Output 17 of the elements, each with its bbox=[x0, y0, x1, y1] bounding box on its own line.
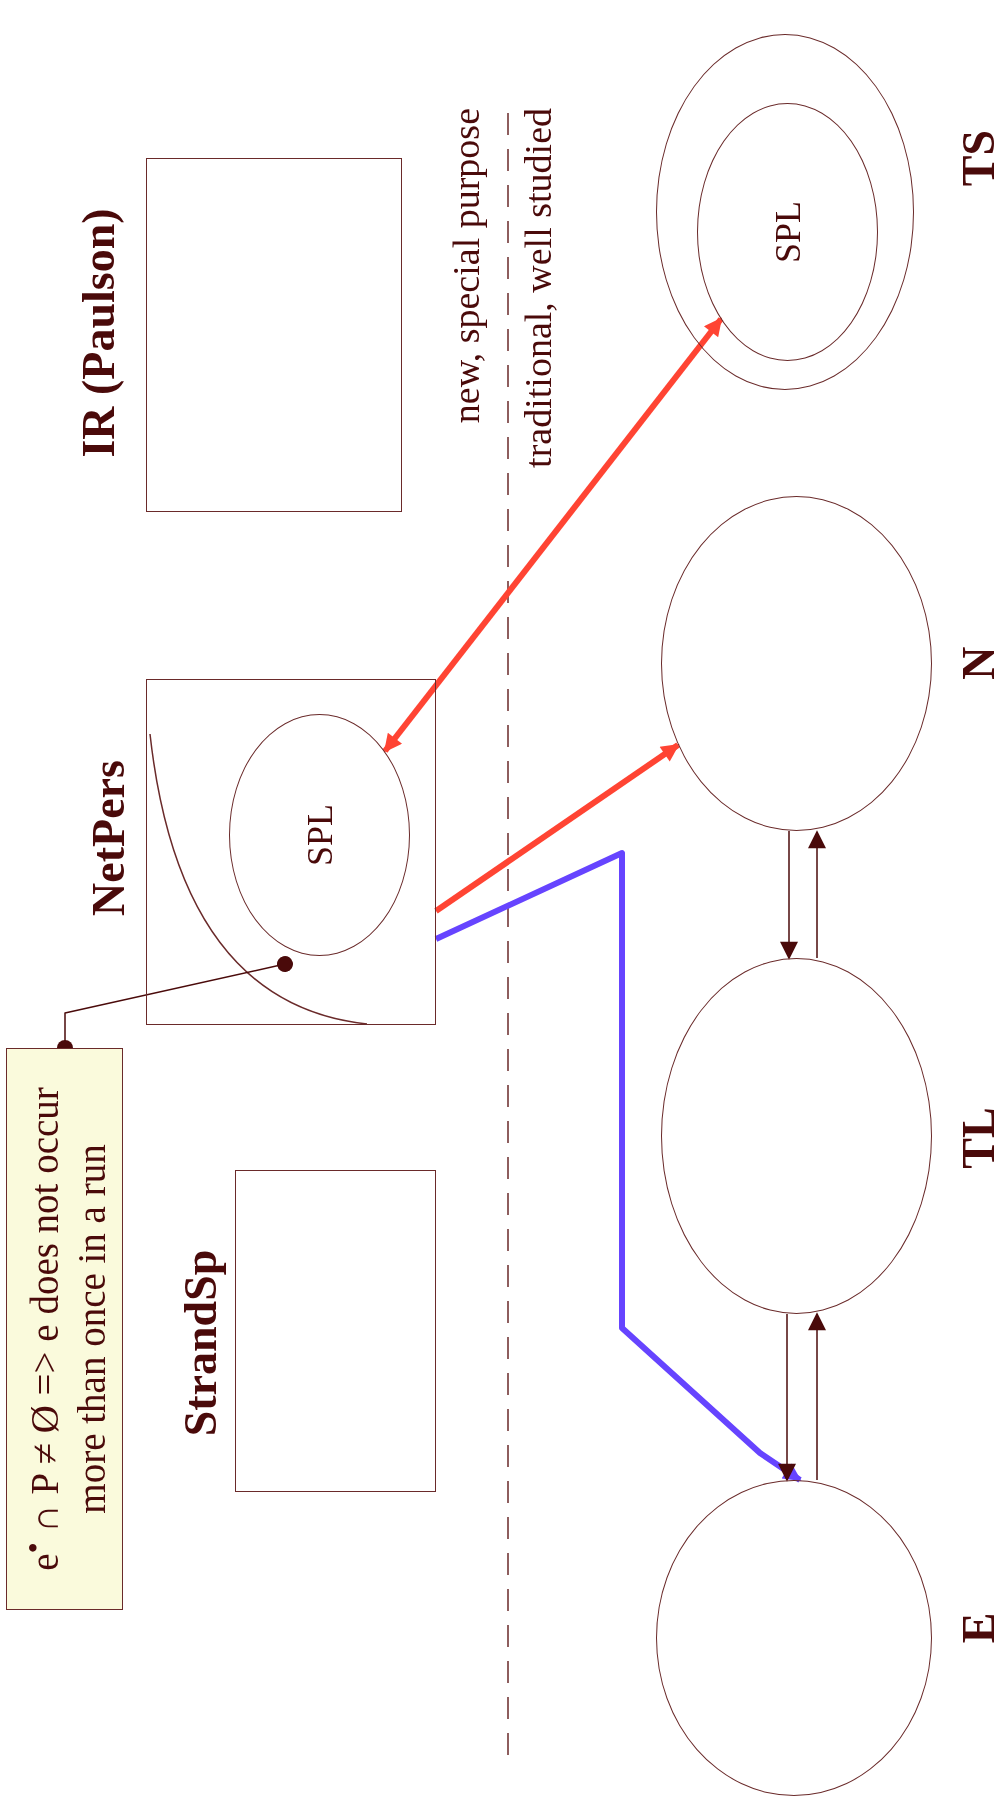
arrow bbox=[778, 1313, 796, 1482]
node-heading: StrandSp bbox=[173, 1248, 227, 1439]
double-arrow bbox=[382, 317, 724, 753]
curved-line bbox=[149, 733, 368, 1025]
node-heading: IR (Paulson) bbox=[71, 207, 125, 460]
node-heading: E bbox=[951, 1611, 997, 1646]
note-text: new, special purpose bbox=[444, 108, 488, 426]
arrow bbox=[434, 742, 680, 914]
node-heading: NetPers bbox=[81, 759, 135, 918]
node-heading: TL bbox=[951, 1106, 997, 1171]
node-heading: TS bbox=[951, 128, 997, 189]
arrow bbox=[780, 830, 798, 960]
arrow bbox=[808, 830, 826, 959]
node-heading: N bbox=[951, 645, 997, 682]
arrow bbox=[434, 850, 802, 1483]
arrow bbox=[808, 1312, 826, 1481]
note-text: traditional, well studied bbox=[516, 108, 560, 470]
